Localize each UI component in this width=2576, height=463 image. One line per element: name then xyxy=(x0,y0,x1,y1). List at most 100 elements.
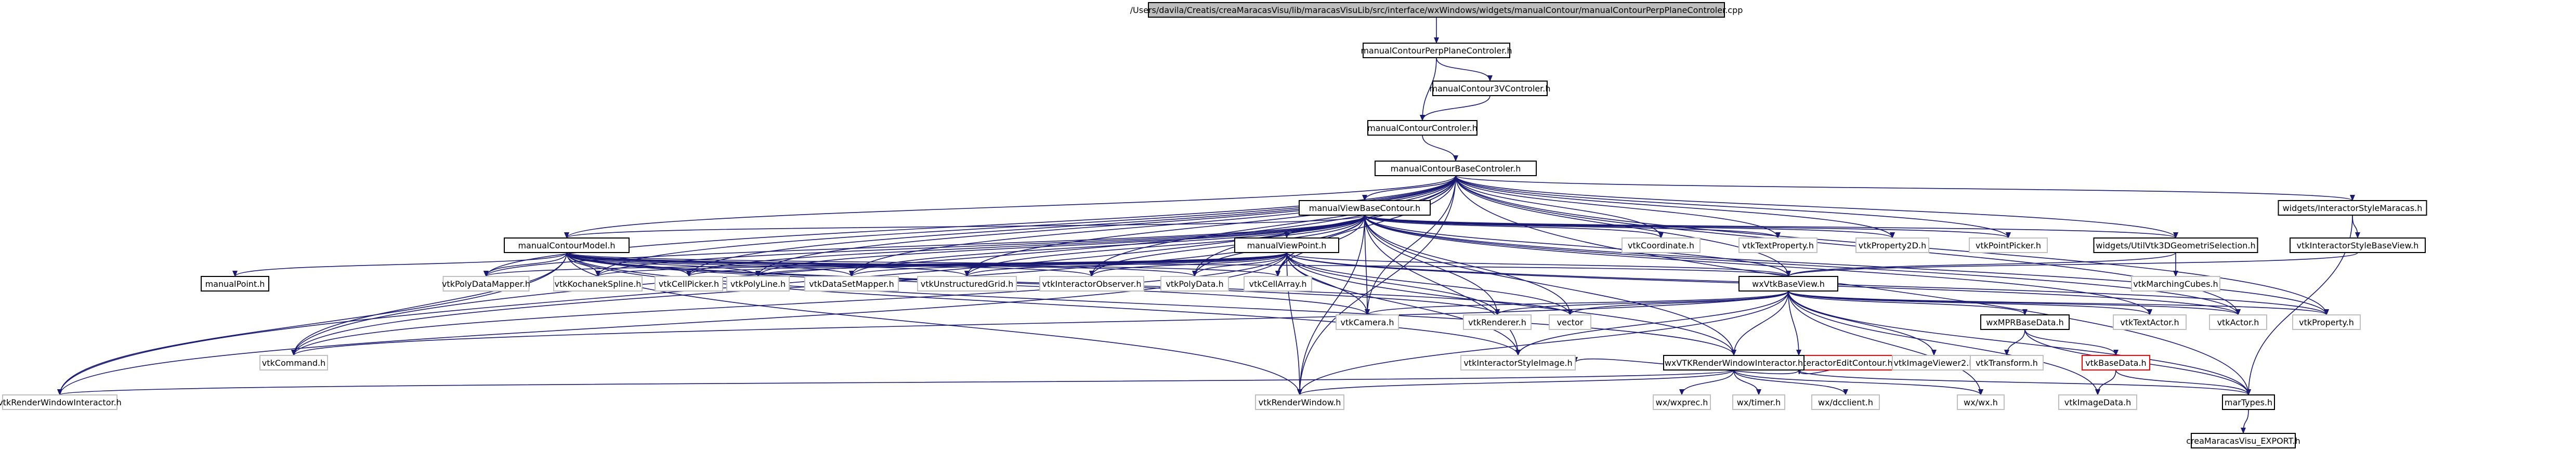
edge-istylebase-to-wxvtkbase xyxy=(1786,252,2358,277)
node-label: vtkCellPicker.h xyxy=(659,279,719,289)
file-node-export[interactable]: creaMaracasVisu_EXPORT.h xyxy=(2186,433,2300,448)
node-label: vtkImageData.h xyxy=(2064,398,2132,407)
node-box xyxy=(1363,43,1510,58)
file-node-perp[interactable]: manualContourPerpPlaneControler.h xyxy=(1361,43,1512,58)
file-node-basectrl[interactable]: manualContourBaseControler.h xyxy=(1375,161,1537,176)
node-label: vtkInteractorObserver.h xyxy=(1042,279,1142,289)
file-node-utilvtk[interactable]: widgets/UtilVtk3DGeometriSelection.h xyxy=(2093,237,2258,253)
edge-basectrl-to-vtkpolyline xyxy=(755,175,1456,277)
edge-basectrl-to-model xyxy=(564,175,1456,239)
file-node-istylebase[interactable]: vtkInteractorStyleBaseView.h xyxy=(2290,237,2426,253)
node-box xyxy=(804,276,899,292)
edge-viewbase-to-vtkrenderer xyxy=(1364,215,1500,315)
node-box xyxy=(1549,314,1591,330)
edge-viewbase-to-wxvtkbase xyxy=(1364,215,1791,277)
edge-wxrwi-to-vtkrwi xyxy=(58,369,1734,395)
node-box xyxy=(726,276,790,292)
node-label: vtkImageViewer2.h xyxy=(1894,358,1975,368)
edge-perp-to-ctrl xyxy=(1420,57,1437,121)
dependency-edges xyxy=(57,17,2360,434)
edge-wxmpr-to-vtkbasedata xyxy=(2024,329,2119,356)
node-label: vtkProperty.h xyxy=(2299,318,2354,327)
file-node-vtkpolymapper: vtkPolyDataMapper.h xyxy=(442,276,530,292)
node-box xyxy=(655,276,723,292)
edge-wxvtkbase-to-vector xyxy=(1567,290,1789,315)
edge-viewbase-to-vtkcellpicker xyxy=(686,215,1365,277)
node-label: vtkDataSetMapper.h xyxy=(809,279,894,289)
file-node-viewpoint[interactable]: manualViewPoint.h xyxy=(1234,237,1339,253)
node-box xyxy=(1969,237,2048,253)
node-box xyxy=(917,276,1017,292)
node-box xyxy=(1336,314,1399,330)
file-node-vtkugrid: vtkUnstructuredGrid.h xyxy=(917,276,1017,292)
node-box xyxy=(1432,81,1548,96)
edge-model-to-vtkrwi xyxy=(57,252,567,395)
node-label: vtkCellArray.h xyxy=(1249,279,1307,289)
node-box xyxy=(1622,237,1701,253)
node-box xyxy=(1970,355,2044,371)
file-node-vtkrwi: vtkRenderWindowInteractor.h xyxy=(0,394,122,410)
edge-basectrl-to-vtkprop2d xyxy=(1455,175,1895,239)
edge-wxrwi-to-wxwx xyxy=(1733,369,1983,395)
file-node-istyle[interactable]: widgets/InteractorStyleMaracas.h xyxy=(2278,200,2427,216)
edge-ctr3v-to-ctrl xyxy=(1420,95,1490,121)
node-label: vtkTextProperty.h xyxy=(1742,241,1814,250)
edge-perp-to-ctr3v xyxy=(1436,57,1493,82)
node-box xyxy=(2082,355,2150,371)
file-node-wxrwi[interactable]: wxVTKRenderWindowInteractor.h xyxy=(1663,355,1804,371)
edge-viewpoint-to-vtkrwi xyxy=(57,252,1287,395)
node-box xyxy=(1463,314,1532,330)
file-node-wxvtkbase[interactable]: wxVtkBaseView.h xyxy=(1738,276,1838,292)
node-label: vtkPointPicker.h xyxy=(1976,241,2041,250)
node-box xyxy=(2222,394,2275,410)
edge-istyle-to-istylebase xyxy=(2352,215,2360,239)
file-node-manualpoint[interactable]: manualPoint.h xyxy=(201,276,269,292)
node-label: vtkActor.h xyxy=(2217,318,2259,327)
file-node-viewbase[interactable]: manualViewBaseContour.h xyxy=(1299,200,1431,216)
file-node-ctr3v[interactable]: manualContour3VControler.h xyxy=(1430,81,1551,96)
node-label: vtkCamera.h xyxy=(1340,318,1394,327)
edge-basectrl-to-vtkpointpicker xyxy=(1455,175,2011,239)
edge-basectrl-to-vtkcamera xyxy=(1365,175,1456,315)
edge-viewbase-to-vector xyxy=(1364,215,1573,315)
edge-wxvtkbase-to-vtkimageviewer2 xyxy=(1788,290,1937,356)
file-node-martypes[interactable]: marTypes.h xyxy=(2222,394,2275,410)
file-node-vtktransform: vtkTransform.h xyxy=(1970,355,2044,371)
edge-vtkbasedata-to-martypes xyxy=(2115,369,2251,395)
file-node-ctrl[interactable]: manualContourControler.h xyxy=(1367,120,1477,136)
file-node-vtkrenderwindow: vtkRenderWindow.h xyxy=(1255,394,1344,410)
file-node-model[interactable]: manualContourModel.h xyxy=(504,237,630,253)
edge-model-to-vtkpolymapper xyxy=(483,252,567,277)
edge-wxvtkbase-to-wxrwi3d xyxy=(1788,290,1801,356)
node-label: vtkInteractorStyleBaseView.h xyxy=(2297,241,2419,250)
file-node-wxmpr[interactable]: wxMPRBaseData.h xyxy=(1980,314,2070,330)
edge-viewbase-to-vtkcoord xyxy=(1364,215,1664,239)
node-label: creaMaracasVisu_EXPORT.h xyxy=(2186,436,2300,446)
edge-wxrwi3d-to-martypes xyxy=(1798,369,2251,395)
node-box xyxy=(1039,276,1144,292)
edge-viewpoint-to-vector xyxy=(1286,252,1573,315)
file-node-wxtimer: wx/timer.h xyxy=(1732,394,1785,410)
file-node-wxwxprec: wx/wxprec.h xyxy=(1653,394,1711,410)
node-box xyxy=(1811,394,1880,410)
node-box xyxy=(2290,237,2426,253)
node-box xyxy=(1367,120,1477,136)
edge-vtkbasedata-to-vtkimagedata xyxy=(2095,369,2116,395)
edge-wxrwi-to-vtkrenderwindow xyxy=(1297,369,1734,395)
edge-model-to-vtkintobs xyxy=(566,252,1094,277)
node-label: wxVtkBaseView.h xyxy=(1752,279,1825,289)
edge-wxvtkbase-to-vtkrenderwindow xyxy=(1297,290,1789,395)
file-node-root[interactable]: /Users/davila/Creatis/creaMaracasVisu/li… xyxy=(1130,2,1743,18)
file-node-vtkbasedata[interactable]: vtkBaseData.h xyxy=(2082,355,2150,371)
node-label: widgets/InteractorStyleMaracas.h xyxy=(2283,203,2423,213)
node-box xyxy=(1892,355,1976,371)
edge-viewpoint-to-vtkpolyline xyxy=(755,252,1287,277)
edge-viewbase-to-vtkcamera xyxy=(1364,215,1370,315)
edge-viewbase-to-wxrwi xyxy=(1364,215,1736,356)
edge-basectrl-to-vtkrenderwindow xyxy=(1297,175,1456,395)
node-label: vector xyxy=(1557,318,1584,327)
node-label: vtkUnstructuredGrid.h xyxy=(921,279,1013,289)
node-box xyxy=(1460,355,1576,371)
edge-viewbase-to-model xyxy=(564,215,1365,239)
node-box xyxy=(1855,237,1929,253)
